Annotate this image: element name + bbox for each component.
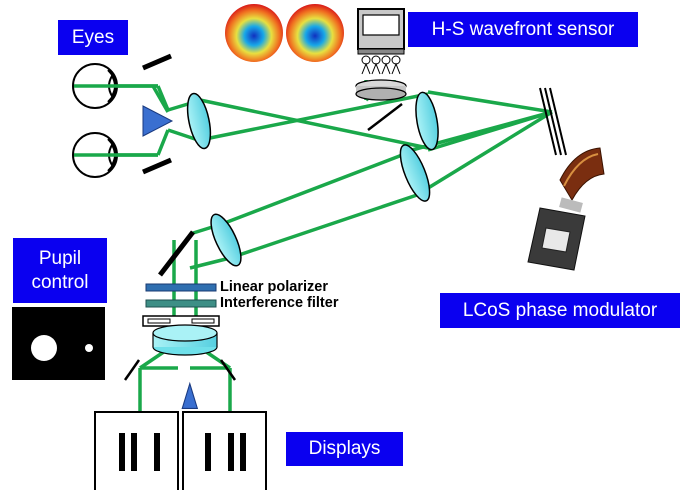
- linear-polarizer: [145, 283, 217, 292]
- lens-1: [186, 92, 212, 150]
- beam-lens3-to-lens4-b: [229, 192, 421, 260]
- pupil-control-image: [12, 307, 105, 380]
- eye-prism: [142, 105, 174, 137]
- linear-polarizer-label: Linear polarizer: [220, 279, 328, 295]
- display-prism: [181, 381, 199, 409]
- pupil-control-label-line2: control: [31, 271, 89, 293]
- beam-lens3-to-lens4-a: [221, 150, 411, 226]
- left-display: [94, 411, 179, 490]
- lcos-modulator-label: LCoS phase modulator: [440, 293, 680, 328]
- lens-3: [399, 144, 431, 202]
- interference-filter: [145, 299, 217, 308]
- beam-lens1-to-lens2-a: [199, 98, 429, 150]
- lcos-mirror: [539, 87, 567, 156]
- right-display-mirror: [219, 359, 237, 381]
- eyes-label: Eyes: [58, 20, 128, 55]
- beam-lcos-to-lens3-b: [419, 110, 553, 195]
- interference-filter-label: Interference filter: [220, 295, 339, 311]
- upper-eye-mirror: [142, 53, 172, 71]
- wavefront-maps: [224, 2, 346, 64]
- sensor-beamsplitter: [367, 103, 403, 131]
- left-display-mirror: [123, 359, 141, 381]
- display-lens: [152, 324, 218, 356]
- right-display: [182, 411, 267, 490]
- lower-eye-mirror: [142, 157, 172, 175]
- fold-mirror: [158, 230, 195, 277]
- beam-upper-eye-vertical: [151, 85, 170, 113]
- lcos-device-icon: [527, 147, 605, 271]
- pupil-control-label: Pupil control: [13, 238, 107, 303]
- wavefront-sensor-icon: [355, 8, 407, 101]
- wavefront-sensor-label: H-S wavefront sensor: [408, 12, 638, 47]
- pupil-control-label-line1: Pupil: [38, 247, 82, 269]
- beam-lower-mirror-prism: [156, 129, 170, 156]
- beam-lens1-to-lens2-b: [199, 92, 429, 142]
- lens-2: [415, 91, 439, 151]
- lens-4: [210, 213, 242, 267]
- beam-lens2-to-lcos-a: [427, 90, 553, 114]
- beam-prism-lens1-b: [167, 128, 199, 142]
- displays-label: Displays: [286, 432, 403, 466]
